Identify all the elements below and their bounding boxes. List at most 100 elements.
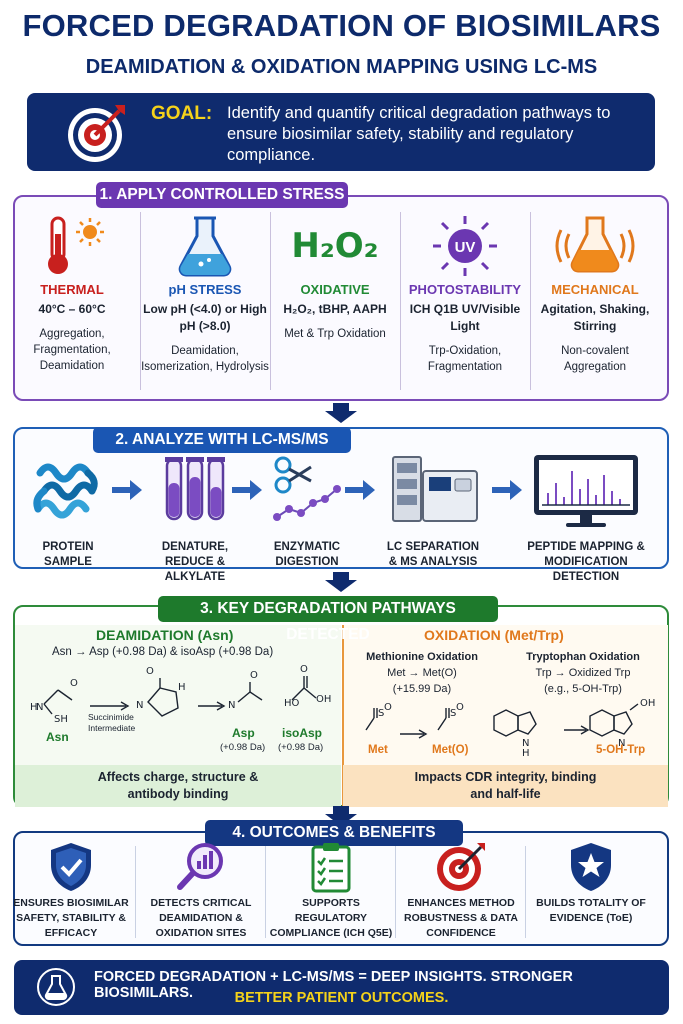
isoasp-mass: (+0.98 Da) [278,742,324,753]
goal-label: GOAL: [151,103,213,124]
monitor-spectrum-icon [534,455,638,527]
workflow-step-protein: PROTEIN SAMPLE [18,453,118,570]
svg-text:H: H [30,702,38,713]
stress-name: PHOTOSTABILITY [408,282,522,297]
svg-text:N: N [618,738,625,749]
oxidation-impact: Impacts CDR integrity, binding and half-… [343,765,668,807]
stress-section-heading: 1. APPLY CONTROLLED STRESS [96,182,348,208]
thermometer-sun-icon [48,216,104,274]
svg-text:O: O [456,702,464,713]
svg-text:H: H [178,682,186,693]
right-arrow-icon [492,480,522,500]
stress-condition: 40°C – 60°C [38,302,106,316]
page-subtitle: DEAMIDATION & OXIDATION MAPPING USING LC… [85,56,598,78]
svg-text:N: N [36,702,43,713]
goal-text: Identify and quantify critical degradati… [227,104,611,164]
svg-text:O: O [300,664,308,675]
svg-text:SH: SH [54,714,68,725]
footer-banner: FORCED DEGRADATION + LC-MS/MS = DEEP INS… [14,960,669,1015]
svg-text:S: S [378,708,384,719]
pathways-section-heading: 3. KEY DEGRADATION PATHWAYS DETECTED [158,596,498,643]
outcome-label: SUPPORTS REGULATORY COMPLIANCE (ICH Q5E) [269,897,393,939]
outcome-safety: ENSURES BIOSIMILAR SAFETY, STABILITY & E… [7,838,135,941]
workflow-step-lcms: LC SEPARATION & MS ANALYSIS [378,453,488,570]
stress-name: MECHANICAL [551,282,639,297]
stress-effect: Trp-Oxidation, Fragmentation [427,345,503,373]
intermediate-label: Succinimide Intermediate [88,712,136,733]
asn-label: Asn [46,730,69,744]
flask-icon [178,216,232,277]
trp-product-label: 5-OH-Trp [596,744,646,756]
test-tubes-icon [165,457,225,521]
step-label: PEPTIDE MAPPING & MODIFICATION DETECTION [527,541,645,583]
stress-name: OXIDATIVE [300,282,370,297]
clipboard-icon [311,843,351,893]
footer-line-1: FORCED DEGRADATION + LC-MS/MS = DEEP INS… [94,969,573,1001]
down-arrow-icon [325,806,357,826]
isoasp-label: isoAsp [282,726,323,740]
down-arrow-icon [325,572,357,592]
svg-text:S: S [450,708,456,719]
goal-banner: GOAL: Identify and quantify critical deg… [27,93,655,171]
star-badge-icon [571,843,611,891]
target-icon [437,843,485,891]
stress-column-thermal: THERMAL 40°C – 60°C Aggregation, Fragmen… [8,212,136,374]
svg-text:OH: OH [316,694,331,705]
svg-text:H: H [522,748,530,759]
stress-effect: Met & Trp Oxidation [284,328,386,340]
deamidation-impact: Affects charge, structure & antibody bin… [15,765,341,807]
right-arrow-icon [345,480,375,500]
stress-name: THERMAL [40,282,104,297]
lc-ms-instrument-icon [392,456,478,522]
shield-check-icon [51,843,91,891]
analysis-section-heading: 2. ANALYZE WITH LC-MS/MS [93,427,351,453]
uv-icon: UV [433,216,497,276]
outcome-label: ENHANCES METHOD ROBUSTNESS & DATA CONFID… [404,897,518,939]
stress-effect: Non-covalent Aggregation [561,345,629,373]
flask-badge-icon [37,968,75,1006]
down-arrow-icon [325,403,357,423]
step-label: PROTEIN SAMPLE [42,541,94,568]
met-mass: (+15.99 Da) [392,683,452,695]
oxidation-scheme: SO SO NH N OH [365,698,655,759]
workflow-step-denature: DENATURE, REDUCE & ALKYLATE [140,453,250,585]
outcome-totality: BUILDS TOTALITY OF EVIDENCE (ToE) [527,838,655,926]
stress-condition: H₂O₂, tBHP, AAPH [283,302,387,316]
outcome-detection: DETECTS CRITICAL DEAMIDATION & OXIDATION… [137,838,265,941]
outcomes-section-heading: 4. OUTCOMES & BENEFITS [205,820,463,846]
footer-line-2: BETTER PATIENT OUTCOMES. [234,990,449,1006]
stress-column-oxidative: H₂O₂ OXIDATIVE H₂O₂, tBHP, AAPH Met & Tr… [271,212,399,342]
deamidation-impact-text: Affects charge, structure & antibody bin… [97,770,259,801]
right-arrow-icon [232,480,262,500]
asp-label: Asp [232,726,255,740]
svg-text:O: O [70,678,78,689]
met-reaction: Met → Met(O) [387,667,457,679]
outcome-label: BUILDS TOTALITY OF EVIDENCE (ToE) [536,897,646,924]
workflow-step-digestion: ENZYMATIC DIGESTION [262,453,352,570]
svg-text:N: N [522,738,529,749]
svg-text:O: O [250,670,258,681]
right-arrow-icon [112,480,142,500]
step-label: DENATURE, REDUCE & ALKYLATE [161,541,229,583]
scissors-icon [273,456,341,521]
step-label: ENZYMATIC DIGESTION [273,541,341,568]
stress-effect: Deamidation, Isomerization, Hydrolysis [141,345,269,373]
outcome-label: DETECTS CRITICAL DEAMIDATION & OXIDATION… [150,897,252,939]
trp-oxidation-title: Tryptophan Oxidation [526,651,640,663]
deamidation-reaction: Asn → Asp (+0.98 Da) & isoAsp (+0.98 Da) [52,646,274,658]
shaking-flask-icon [555,216,635,273]
outcome-compliance: SUPPORTS REGULATORY COMPLIANCE (ICH Q5E) [267,838,395,941]
protein-icon [33,463,98,519]
oxidation-title: OXIDATION (Met/Trp) [424,627,564,643]
svg-text:N: N [136,700,143,711]
trp-example: (e.g., 5-OH-Trp) [544,683,622,695]
stress-effect: Aggregation, Fragmentation, Deamidation [33,328,111,372]
stress-condition: Low pH (<4.0) or High pH (>8.0) [143,302,267,333]
stress-column-photostability: UV PHOTOSTABILITY ICH Q1B UV/Visible Lig… [401,212,529,375]
page-title: FORCED DEGRADATION OF BIOSIMILARS [22,8,661,43]
svg-text:HO: HO [284,698,300,709]
magnifier-chart-icon [177,843,223,890]
uv-label: UV [455,239,476,256]
svg-text:OH: OH [640,698,655,709]
step-label: LC SEPARATION & MS ANALYSIS [386,541,480,568]
